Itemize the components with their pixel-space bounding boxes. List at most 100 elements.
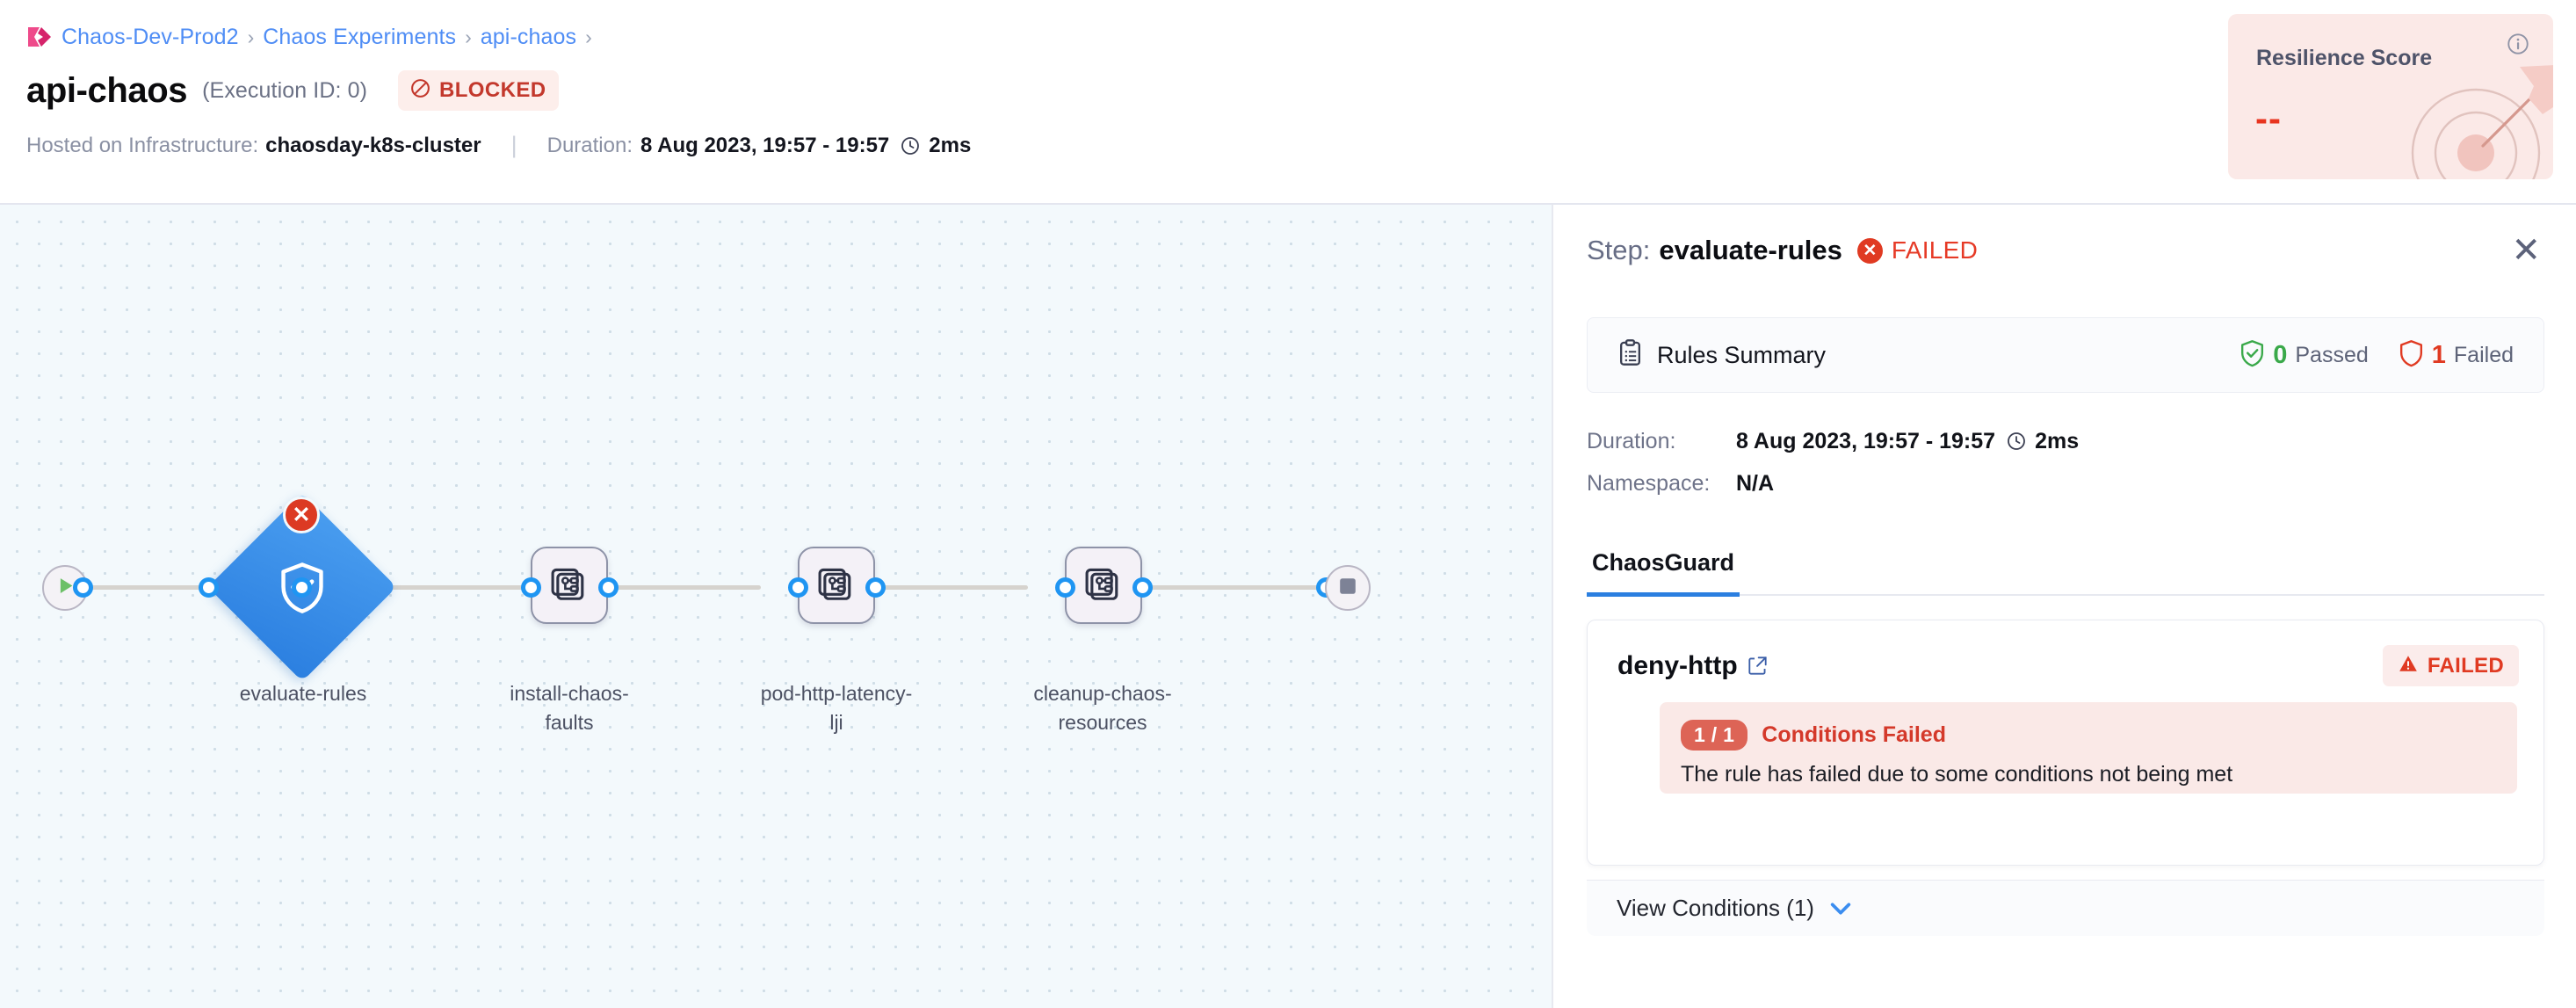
chaos-faults-icon — [549, 563, 590, 608]
node-pod-http-latency-lji-input-port[interactable] — [788, 577, 808, 598]
detail-duration-value: 2ms — [2035, 428, 2080, 453]
conditions-failed-count: 1 / 1 — [1681, 720, 1748, 751]
duration-value: 2ms — [929, 133, 972, 157]
resilience-score-title: Resilience Score — [2256, 46, 2433, 70]
step-name: evaluate-rules — [1659, 235, 1842, 265]
shield-check-icon — [2240, 339, 2265, 372]
edge-cleanup-to-end — [1109, 585, 1328, 590]
duration-range: 8 Aug 2023, 19:57 - 19:57 — [640, 133, 890, 157]
node-cleanup-chaos-resources-input-port[interactable] — [1055, 577, 1075, 598]
detail-value-namespace: N/A — [1736, 470, 1775, 496]
node-label-pod-http-latency-lji: pod-http-latency- lji — [760, 682, 913, 734]
rules-failed-count: 1 — [2431, 340, 2446, 369]
breadcrumb-item-1[interactable]: Chaos Experiments — [263, 24, 457, 49]
node-label-evaluate-rules: evaluate-rules — [239, 682, 367, 705]
resilience-score-value: -- — [2255, 98, 2282, 139]
target-dart-icon — [2379, 47, 2553, 179]
edge-evaluate-rules-to-install — [308, 585, 527, 590]
detail-key-duration: Duration: — [1587, 428, 1676, 453]
chaos-faults-icon — [1083, 563, 1124, 608]
panel-header: Step: evaluate-rules ✕ FAILED ✕ — [1553, 205, 2576, 268]
detail-value-duration: 8 Aug 2023, 19:57 - 19:57 2ms — [1736, 429, 2079, 454]
status-badge: BLOCKED — [398, 70, 560, 111]
stop-square-icon — [1338, 577, 1357, 600]
error-x-icon: ✕ — [1856, 237, 1883, 264]
breadcrumb-item-2[interactable]: api-chaos — [480, 24, 577, 49]
rules-failed: 1 Failed — [2399, 339, 2514, 372]
detail-row-namespace: Namespace: N/A — [1587, 462, 2079, 504]
conditions-failed-label: Conditions Failed — [1762, 722, 1946, 747]
detail-key-namespace: Namespace: — [1587, 470, 1711, 496]
rules-summary-counts: 0 Passed 1 Failed — [2240, 339, 2514, 372]
external-link-icon[interactable] — [1747, 656, 1768, 676]
resilience-score-card: Resilience Score -- — [2228, 14, 2553, 179]
chaos-faults-icon — [816, 563, 857, 608]
clock-icon — [900, 135, 921, 156]
page-title: api-chaos — [26, 70, 188, 110]
warning-triangle-icon — [2398, 653, 2419, 678]
chevron-down-icon — [1828, 900, 1853, 917]
rule-card-header: deny-http — [1588, 620, 2543, 686]
infra-value: chaosday-k8s-cluster — [265, 133, 481, 157]
node-evaluate-rules-input-port[interactable] — [199, 577, 219, 598]
blocked-icon — [409, 77, 431, 104]
start-node-output-port[interactable] — [73, 577, 93, 598]
rule-name: deny-http — [1617, 650, 1738, 680]
shield-icon — [2399, 339, 2424, 372]
step-label: Step: — [1587, 235, 1651, 265]
status-badge-label: BLOCKED — [439, 78, 546, 102]
view-conditions-toggle[interactable]: View Conditions (1) — [1587, 880, 2544, 936]
step-detail-rows: Duration: 8 Aug 2023, 19:57 - 19:57 2ms … — [1587, 420, 2079, 504]
conditions-failed-message: The rule has failed due to some conditio… — [1681, 762, 2233, 787]
harness-logo-icon — [26, 25, 53, 49]
execution-id: (Execution ID: 0) — [202, 77, 368, 103]
step-status: FAILED — [1891, 236, 1979, 264]
detail-duration-range: 8 Aug 2023, 19:57 - 19:57 — [1736, 428, 1996, 453]
title-row: api-chaos (Execution ID: 0) BLOCKED — [26, 70, 2576, 111]
meta-divider: | — [510, 132, 517, 158]
meta-row: Hosted on Infrastructure: chaosday-k8s-c… — [26, 132, 2576, 159]
node-install-chaos-faults-input-port[interactable] — [521, 577, 541, 598]
breadcrumb: Chaos-Dev-Prod2 › Chaos Experiments › ap… — [26, 23, 2576, 51]
node-label-cleanup-chaos-resources: cleanup-chaos- resources — [1033, 682, 1172, 734]
rule-status-badge: FAILED — [2382, 645, 2519, 686]
rules-summary-card: Rules Summary 0 Passed — [1587, 317, 2544, 393]
clipboard-icon — [1617, 339, 1643, 371]
node-label-install-chaos-faults: install-chaos- faults — [510, 682, 629, 734]
play-icon — [54, 574, 77, 602]
close-icon[interactable]: ✕ — [2511, 231, 2541, 270]
page-header: Chaos-Dev-Prod2 › Chaos Experiments › ap… — [0, 0, 2576, 205]
clock-icon — [2006, 431, 2027, 452]
pipeline-canvas[interactable]: ✕ evaluate-rules install-chaos- faults — [0, 205, 1552, 1008]
end-node[interactable] — [1325, 565, 1371, 611]
node-cleanup-chaos-resources-output-port[interactable] — [1132, 577, 1153, 598]
edge-start-to-evaluate-rules — [84, 585, 297, 590]
tab-chaosguard[interactable]: ChaosGuard — [1587, 549, 1740, 597]
info-icon[interactable] — [2506, 32, 2530, 61]
breadcrumb-item-0[interactable]: Chaos-Dev-Prod2 — [62, 24, 239, 49]
node-cleanup-chaos-resources[interactable] — [1065, 547, 1142, 624]
breadcrumb-separator: › — [465, 25, 472, 48]
conditions-failed-header: 1 / 1 Conditions Failed — [1681, 720, 2496, 751]
edge-pod-latency-to-cleanup — [842, 585, 1028, 590]
detail-row-duration: Duration: 8 Aug 2023, 19:57 - 19:57 2ms — [1587, 420, 2079, 462]
edge-install-to-pod-latency — [575, 585, 761, 590]
view-conditions-label: View Conditions (1) — [1617, 895, 1814, 921]
node-install-chaos-faults-output-port[interactable] — [598, 577, 619, 598]
node-evaluate-rules-output-port[interactable] — [292, 577, 312, 598]
rules-failed-label: Failed — [2453, 342, 2514, 367]
error-x-icon[interactable]: ✕ — [283, 497, 320, 533]
step-details-panel: Step: evaluate-rules ✕ FAILED ✕ Rules Su… — [1552, 205, 2576, 1008]
node-install-chaos-faults[interactable] — [531, 547, 608, 624]
rule-status-label: FAILED — [2427, 653, 2504, 678]
rules-passed-label: Passed — [2295, 342, 2369, 367]
rule-card-deny-http: deny-http — [1587, 620, 2544, 866]
rules-summary-title: Rules Summary — [1657, 341, 1827, 368]
duration-label: Duration: — [546, 133, 633, 157]
node-pod-http-latency-lji[interactable] — [798, 547, 875, 624]
node-pod-http-latency-lji-output-port[interactable] — [865, 577, 886, 598]
conditions-failed-box: 1 / 1 Conditions Failed The rule has fai… — [1660, 702, 2517, 794]
panel-tabs: ChaosGuard — [1587, 549, 2544, 597]
infra-label: Hosted on Infrastructure: — [26, 133, 259, 157]
